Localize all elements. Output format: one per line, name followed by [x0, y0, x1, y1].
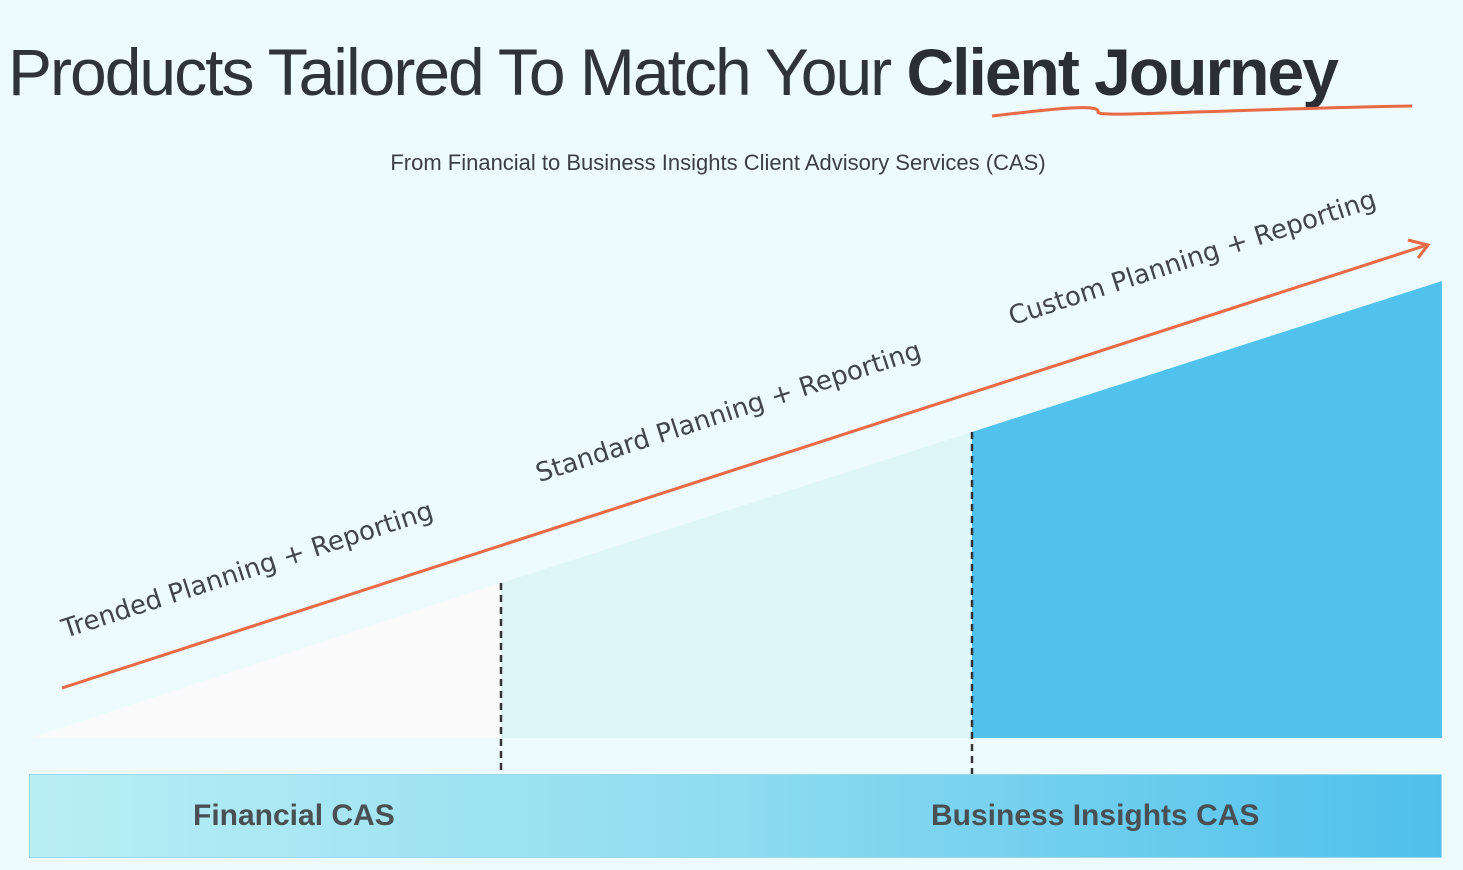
arrow-head-icon	[1407, 238, 1431, 259]
stage-label-custom: Custom Planning + Reporting	[1005, 185, 1380, 332]
growth-arrow	[61, 243, 1428, 690]
title-bold: Client Journey	[906, 35, 1338, 109]
title-underline	[991, 104, 1413, 118]
title-regular: Products Tailored To Match Your	[8, 35, 907, 109]
stage-label-trended: Trended Planning + Reporting	[57, 496, 437, 645]
stage-2-area	[501, 432, 972, 738]
cas-band: Financial CAS Business Insights CAS	[29, 774, 1442, 858]
page-title: Products Tailored To Match Your Client J…	[8, 34, 1339, 110]
band-label-business-insights: Business Insights CAS	[931, 799, 1260, 832]
stage-1-area	[30, 583, 501, 738]
band-label-financial: Financial CAS	[193, 799, 395, 832]
subtitle: From Financial to Business Insights Clie…	[390, 150, 1046, 175]
stage-3-area	[972, 281, 1442, 738]
